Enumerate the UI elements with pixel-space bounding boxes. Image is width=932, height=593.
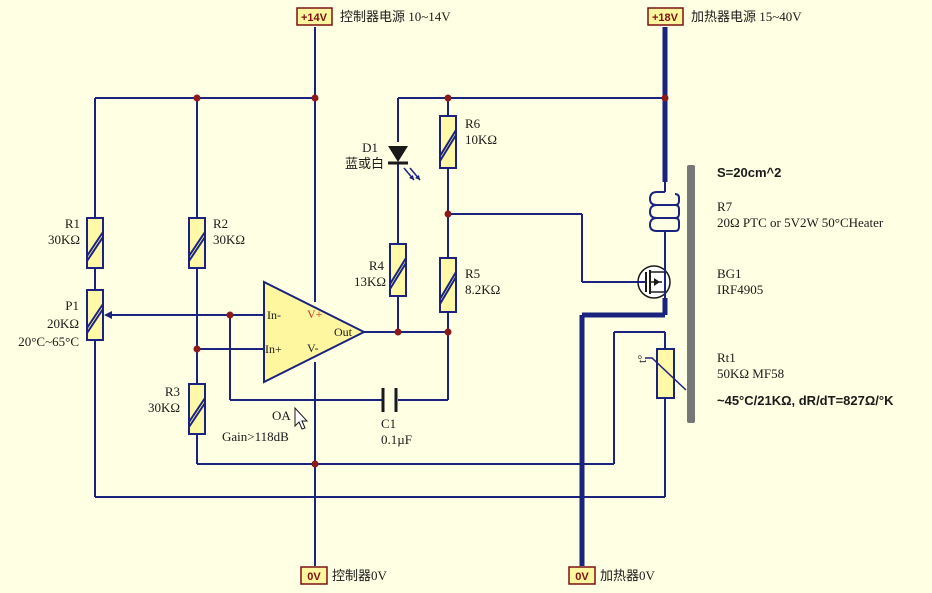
oa-pin-vm: V- <box>307 341 319 355</box>
r3-value: 30KΩ <box>148 400 180 415</box>
p1-wiper-arrow-icon <box>104 311 112 319</box>
mosfet-bg1: BG1 IRF4905 <box>637 240 763 299</box>
oa-name: OA <box>272 408 291 423</box>
r6-value: 10KΩ <box>465 132 497 147</box>
oa-pin-inm: In- <box>267 308 281 322</box>
resistor-r2: R2 30KΩ <box>188 216 245 269</box>
rt1-name: Rt1 <box>717 350 736 365</box>
oa-gain: Gain>118dB <box>222 429 289 444</box>
oa-pin-vp: V+ <box>307 307 323 321</box>
d1-value: 蓝或白 <box>345 156 384 171</box>
c1-name: C1 <box>381 416 396 431</box>
oa-pin-out: Out <box>334 325 353 339</box>
potentiometer-p1: P1 20KΩ 20°C~65°C <box>18 289 112 349</box>
oa-pin-inp: In+ <box>265 342 282 356</box>
mouse-cursor-icon <box>294 406 309 430</box>
c1-value: 0.1µF <box>381 432 412 447</box>
power-heat-gnd-label: 0V <box>575 571 589 583</box>
rt1-value: 50KΩ MF58 <box>717 366 784 381</box>
power-ctrl-plus: +14V 控制器电源 10~14V <box>296 7 451 26</box>
power-ctrl-gnd: 0V 控制器0V <box>300 566 388 585</box>
capacitor-c1: C1 0.1µF <box>381 388 412 447</box>
r2-name: R2 <box>213 216 228 231</box>
r6-name: R6 <box>465 116 481 131</box>
power-ctrl-gnd-desc: 控制器0V <box>332 568 388 583</box>
power-heat-plus-label: +18V <box>652 12 679 24</box>
area-note: S=20cm^2 <box>717 165 781 180</box>
r5-value: 8.2KΩ <box>465 282 500 297</box>
thermistor-rt1: t° Rt1 50KΩ MF58 <box>635 348 784 399</box>
opamp-oa: In- In+ V+ V- Out OA Gain>118dB <box>222 280 367 444</box>
r1-value: 30KΩ <box>48 232 80 247</box>
bg1-value: IRF4905 <box>717 282 763 297</box>
bg1-name: BG1 <box>717 266 742 281</box>
r7-value: 20Ω PTC or 5V2W 50°CHeater <box>717 215 884 230</box>
rt1-symbol: t° <box>635 355 649 363</box>
resistor-r5: R5 8.2KΩ <box>439 257 500 313</box>
resistor-r1: R1 30KΩ <box>48 216 104 269</box>
power-ctrl-plus-desc: 控制器电源 10~14V <box>340 9 451 24</box>
power-ctrl-plus-label: +14V <box>301 12 328 24</box>
resistor-r4: R4 13KΩ <box>354 243 407 297</box>
resistor-r6: R6 10KΩ <box>439 115 497 169</box>
resistor-r3: R3 30KΩ <box>148 383 206 435</box>
power-ctrl-gnd-label: 0V <box>307 571 321 583</box>
junction-nodes <box>193 94 669 468</box>
power-heat-gnd-desc: 加热器0V <box>600 568 656 583</box>
p1-range: 20°C~65°C <box>18 334 79 349</box>
r5-name: R5 <box>465 266 480 281</box>
r2-value: 30KΩ <box>213 232 245 247</box>
thermistor-note: ~45°C/21KΩ, dR/dT=827Ω/°K <box>717 393 894 408</box>
led-d1: D1 蓝或白 <box>345 140 421 181</box>
heater-bus <box>579 27 668 566</box>
heater-r7: R7 20Ω PTC or 5V2W 50°CHeater <box>648 182 884 240</box>
r3-name: R3 <box>165 384 180 399</box>
r1-name: R1 <box>65 216 80 231</box>
heat-plate <box>687 165 695 423</box>
r4-name: R4 <box>369 258 385 273</box>
p1-value: 20KΩ <box>47 316 79 331</box>
power-heat-gnd: 0V 加热器0V <box>568 566 656 585</box>
power-heat-plus-desc: 加热器电源 15~40V <box>691 9 802 24</box>
wires <box>94 27 666 566</box>
r7-name: R7 <box>717 199 733 214</box>
power-heat-plus: +18V 加热器电源 15~40V <box>647 7 802 26</box>
p1-name: P1 <box>65 298 79 313</box>
r4-value: 13KΩ <box>354 274 386 289</box>
d1-name: D1 <box>362 140 378 155</box>
